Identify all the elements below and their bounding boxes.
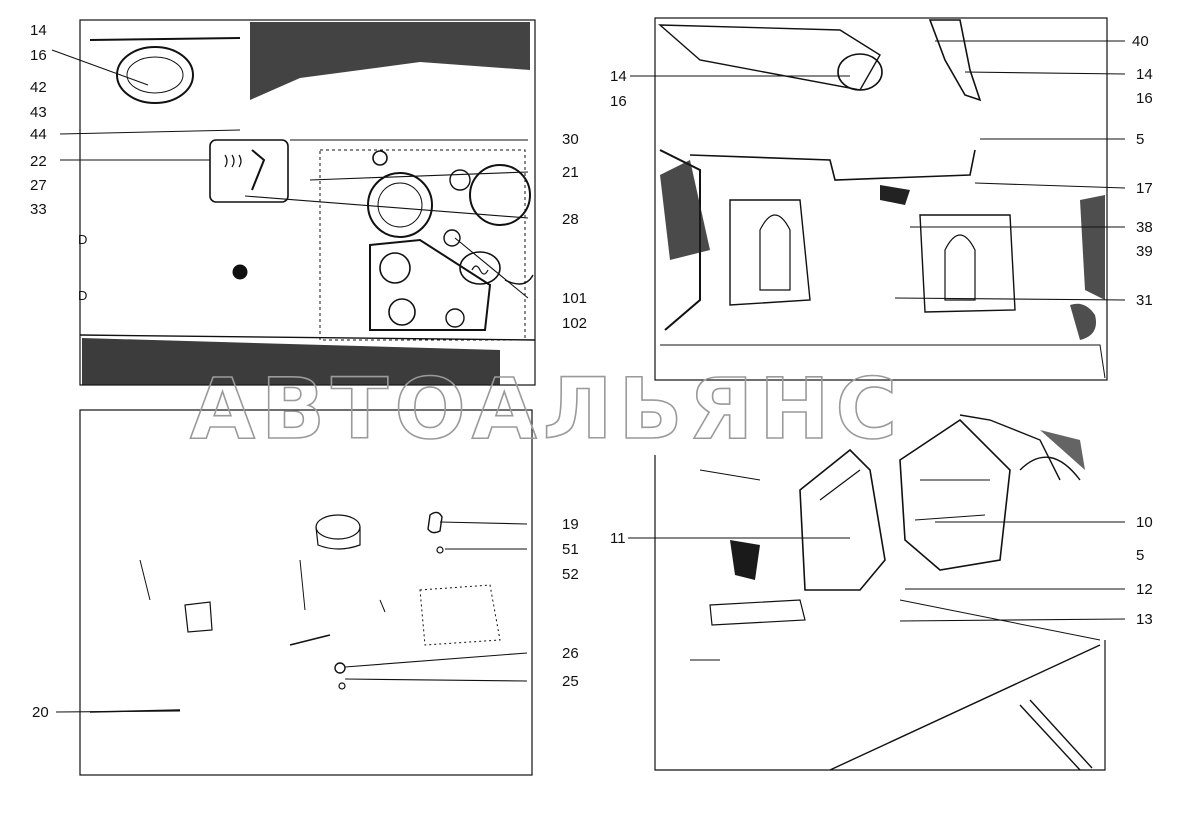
callout-31: 31 — [1136, 292, 1153, 309]
callout-11: 11 — [610, 530, 626, 547]
callout-51: 51 — [562, 541, 579, 558]
callout-39: 39 — [1136, 243, 1153, 260]
callout-26: 26 — [562, 645, 579, 662]
callout-43: 43 — [30, 104, 47, 121]
callout-20: 20 — [32, 704, 49, 721]
callout-21: 21 — [562, 164, 579, 181]
callout-12: 12 — [1136, 581, 1153, 598]
leader-lines — [51, 40, 1126, 713]
callout-19: 19 — [562, 516, 579, 533]
callout-42: 42 — [30, 79, 47, 96]
callout-40: 40 — [1132, 33, 1149, 50]
callout-5-top: 5 — [1136, 131, 1145, 148]
panel-bottom-right — [654, 414, 1106, 771]
panel-top-left: D D — [78, 19, 536, 386]
panel-top-right — [654, 17, 1108, 381]
panel-bottom-left — [79, 409, 533, 776]
svg-text:D: D — [78, 288, 87, 303]
callout-13: 13 — [1136, 611, 1153, 628]
callout-14-left: 14 — [610, 68, 627, 85]
callout-28: 28 — [562, 211, 579, 228]
callout-16: 16 — [30, 47, 47, 64]
callout-44: 44 — [30, 126, 47, 143]
callout-14: 14 — [30, 22, 47, 39]
svg-text:АВТОАЛЬЯНС: АВТОАЛЬЯНС — [190, 360, 903, 450]
callout-16-right: 16 — [1136, 90, 1153, 107]
callout-22: 22 — [30, 153, 47, 170]
callout-27: 27 — [30, 177, 47, 194]
callout-14-right: 14 — [1136, 66, 1153, 83]
callout-101: 101 — [562, 290, 588, 307]
watermark: АВТОАЛЬЯНС — [189, 360, 903, 450]
callout-16-left: 16 — [610, 93, 627, 110]
callout-52: 52 — [562, 566, 579, 583]
callout-17: 17 — [1136, 180, 1153, 197]
svg-text:D: D — [78, 232, 87, 247]
callout-10: 10 — [1136, 514, 1153, 531]
callout-33: 33 — [30, 201, 47, 218]
callout-30: 30 — [562, 131, 579, 148]
callout-25: 25 — [562, 673, 579, 690]
callout-102: 102 — [562, 315, 588, 332]
callout-38: 38 — [1136, 219, 1153, 236]
callout-5-bottom: 5 — [1136, 547, 1145, 564]
